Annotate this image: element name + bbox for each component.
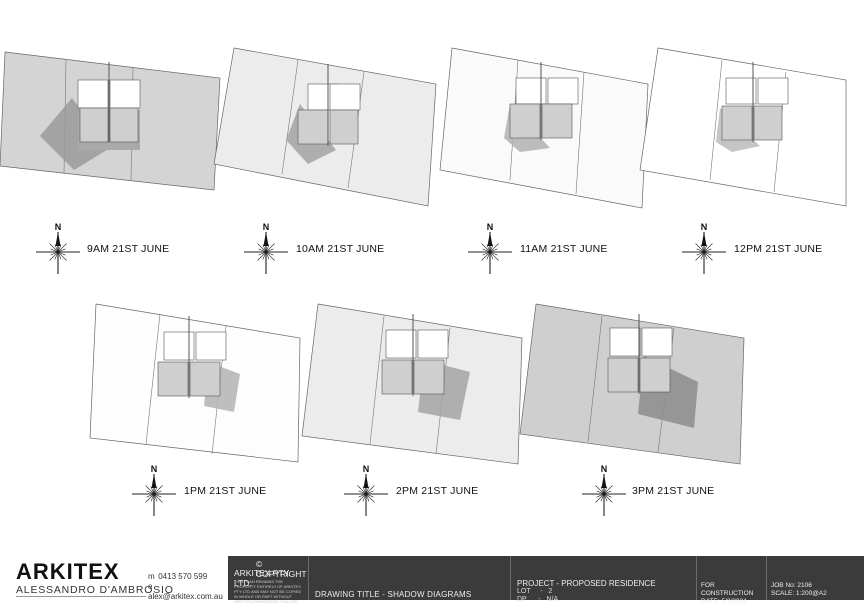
north-compass-11am: N <box>462 222 518 278</box>
shadow-diagram-12pm <box>639 46 850 208</box>
designer-name: ALESSANDRO D'AMBROSIO <box>16 584 174 596</box>
compass-rose-icon: N <box>682 222 726 274</box>
drawing-scale: SCALE: 1:200@A2 <box>771 590 827 597</box>
site-plan-12pm <box>639 47 847 207</box>
diagram-caption-3pm: 3PM 21ST JUNE <box>632 485 715 497</box>
compass-rose-icon: N <box>244 222 288 274</box>
north-label: N <box>55 222 62 232</box>
project-info: PROJECT - PROPOSED RESIDENCE LOT - 2 DP … <box>517 579 656 604</box>
shadow-diagram-1pm <box>89 302 302 464</box>
logo-underline <box>16 596 146 597</box>
email-address: alex@arkitex.com.au <box>148 592 223 601</box>
logo-area: ARKITEX ALESSANDRO D'AMBROSIO m 0413 570… <box>0 556 228 602</box>
shadow-diagram-2pm <box>300 302 524 466</box>
shadow-diagram-3pm <box>519 302 746 466</box>
contact-details: m 0413 570 599 e alex@arkitex.com.au <box>148 572 228 602</box>
copyright-text: THIS PLAN REMAINS THE PROPERTY ENTIRELY … <box>234 579 302 604</box>
shadow-diagram-sheet: N 9AM 21ST JUNE N 10AM 21ST JUNE <box>0 40 850 520</box>
shadow-diagram-9am <box>0 40 225 191</box>
site-plan-10am <box>213 47 437 207</box>
north-label: N <box>263 222 270 232</box>
north-compass-10am: N <box>238 222 294 278</box>
status-cell: FOR CONSTRUCTION DATE: 5/3/2024 <box>696 556 767 605</box>
north-label: N <box>363 464 370 474</box>
diagram-caption-12pm: 12PM 21ST JUNE <box>734 243 823 255</box>
compass-rose-icon: N <box>468 222 512 274</box>
compass-rose-icon: N <box>344 464 388 516</box>
drawing-date: DATE: 5/3/2024 <box>701 598 747 605</box>
job-info: JOB No: 2106 SCALE: 1:200@A2 <box>771 582 827 598</box>
job-cell: JOB No: 2106 SCALE: 1:200@A2 <box>766 556 864 600</box>
drawing-status: FOR CONSTRUCTION <box>701 582 754 597</box>
email-label: e <box>148 582 153 591</box>
north-label: N <box>487 222 494 232</box>
north-compass-9am: N <box>30 222 86 278</box>
lot-label: LOT <box>517 588 531 595</box>
company-logo: ARKITEX <box>16 559 120 584</box>
project-name: PROJECT - PROPOSED RESIDENCE <box>517 579 656 588</box>
job-number: JOB No: 2106 <box>771 582 812 589</box>
north-label: N <box>601 464 608 474</box>
title-block: ARKITEX ALESSANDRO D'AMBROSIO m 0413 570… <box>0 556 864 605</box>
site-plan-11am <box>439 47 649 209</box>
compass-rose-icon: N <box>36 222 80 274</box>
copyright-company: ARKITEX PTY. LTD. <box>234 568 291 588</box>
diagram-caption-11am: 11AM 21ST JUNE <box>520 243 608 255</box>
diagram-caption-1pm: 1PM 21ST JUNE <box>184 485 267 497</box>
north-compass-3pm: N <box>576 464 632 520</box>
phone-label: m <box>148 572 155 581</box>
compass-rose-icon: N <box>132 464 176 516</box>
shadow-diagram-10am <box>212 40 437 210</box>
north-compass-2pm: N <box>338 464 394 520</box>
diagram-caption-10am: 10AM 21ST JUNE <box>296 243 385 255</box>
north-compass-1pm: N <box>126 464 182 520</box>
lot-value: 2 <box>548 588 553 595</box>
diagram-caption-2pm: 2PM 21ST JUNE <box>396 485 479 497</box>
site-plan-2pm <box>301 303 523 465</box>
north-label: N <box>151 464 158 474</box>
site-plan-9am <box>0 51 221 191</box>
copyright-cell: © COPYRIGHT ARKITEX PTY. LTD. THIS PLAN … <box>228 556 308 604</box>
compass-rose-icon: N <box>582 464 626 516</box>
drawing-title: DRAWING TITLE - SHADOW DIAGRAMS <box>315 590 472 599</box>
drawing-title-cell: DRAWING TITLE - SHADOW DIAGRAMS <box>308 556 511 600</box>
north-label: N <box>701 222 708 232</box>
site-plan-1pm <box>89 303 301 463</box>
project-cell: PROJECT - PROPOSED RESIDENCE LOT - 2 DP … <box>510 556 697 603</box>
diagram-caption-9am: 9AM 21ST JUNE <box>87 243 170 255</box>
status-info: FOR CONSTRUCTION DATE: 5/3/2024 <box>701 582 767 606</box>
north-compass-12pm: N <box>676 222 732 278</box>
phone-number: 0413 570 599 <box>158 572 208 581</box>
copyright-title: © COPYRIGHT <box>256 559 307 579</box>
site-plan-3pm <box>519 303 745 465</box>
shadow-diagram-11am <box>439 44 650 210</box>
title-block-details: © COPYRIGHT ARKITEX PTY. LTD. THIS PLAN … <box>228 556 864 605</box>
